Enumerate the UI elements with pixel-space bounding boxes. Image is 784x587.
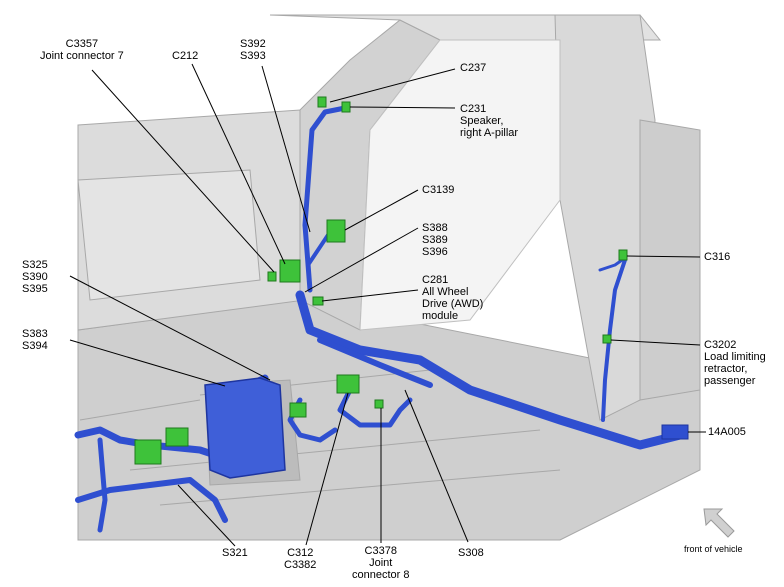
label-text: C231: [460, 103, 487, 115]
label-text: Speaker,: [460, 115, 504, 127]
connector-left-a: [134, 439, 162, 465]
label-text: C281: [422, 274, 449, 286]
connector-c312: [336, 374, 360, 394]
label-s388-s389-s396: S388 S389 S396: [422, 222, 448, 258]
label-text: passenger: [704, 375, 756, 387]
label-c3139: C3139: [422, 184, 454, 196]
connector-c237: [317, 96, 327, 108]
label-text: C312: [287, 547, 314, 559]
label-text: S389: [422, 234, 448, 246]
connector-c281: [312, 296, 324, 306]
connector-14a005: [661, 424, 689, 440]
label-text: S393: [240, 50, 266, 62]
label-14a005: 14A005: [708, 426, 746, 438]
label-text: connector 8: [352, 569, 410, 581]
label-c231: C231 Speaker, right A-pillar: [460, 103, 518, 139]
connector-c3357: [267, 271, 277, 282]
body-panels: [77, 14, 701, 541]
front-of-vehicle-label: front of vehicle: [684, 544, 743, 554]
label-text: All Wheel: [422, 286, 469, 298]
label-s383-s394: S383 S394: [22, 328, 48, 352]
label-text: C3202: [704, 339, 737, 351]
label-text: Drive (AWD): [422, 298, 484, 310]
label-text: S383: [22, 328, 48, 340]
label-c281: C281 All Wheel Drive (AWD) module: [422, 274, 483, 322]
label-c316: C316: [704, 251, 730, 263]
leader-lines: [69, 63, 706, 547]
label-text: S388: [422, 222, 448, 234]
label-text: S390: [22, 271, 48, 283]
label-text: Joint: [369, 557, 393, 569]
label-c3357: C3357 Joint connector 7: [40, 38, 124, 62]
label-s325-s390-s395: S325 S390 S395: [22, 259, 48, 295]
label-text: 14A005: [708, 426, 746, 438]
label-text: S394: [22, 340, 48, 352]
label-c237: C237: [460, 62, 486, 74]
label-text: C316: [704, 251, 731, 263]
harness-module-box: [204, 377, 286, 479]
label-s308: S308: [458, 547, 484, 559]
label-text: C3378: [364, 545, 397, 557]
label-c312-c3382: C312 C3382: [284, 547, 316, 571]
connector-c316: [618, 249, 628, 261]
label-text: C3382: [284, 559, 317, 571]
label-text: S395: [22, 283, 48, 295]
connector-c231: [341, 101, 351, 113]
label-text: S321: [222, 547, 248, 559]
connector-c3139: [326, 219, 346, 243]
connector-left-b: [165, 427, 189, 447]
connector-c212: [279, 259, 301, 283]
label-text: S392: [240, 38, 266, 50]
front-arrow-icon: [703, 508, 735, 538]
connector-c3378: [374, 399, 384, 409]
connector-c3202: [602, 334, 612, 344]
label-text: S325: [22, 259, 48, 271]
label-text: S396: [422, 246, 448, 258]
label-text: C3139: [422, 184, 455, 196]
label-c212: C212: [172, 50, 198, 62]
label-text: module: [422, 310, 459, 322]
label-text: Load limiting: [704, 351, 766, 363]
label-text: right A-pillar: [460, 127, 519, 139]
label-text: retractor,: [704, 363, 748, 375]
label-c3202: C3202 Load limiting retractor, passenger: [704, 339, 766, 387]
label-text: C3357: [65, 38, 99, 50]
label-text: C237: [460, 62, 487, 74]
label-c3378: C3378 Joint connector 8: [352, 545, 409, 581]
label-s321: S321: [222, 547, 248, 559]
label-s392-s393: S392 S393: [240, 38, 266, 62]
label-text: S308: [458, 547, 484, 559]
connector-console: [289, 402, 307, 418]
label-text: C212: [172, 50, 199, 62]
connectors: [134, 96, 628, 465]
label-text: Joint connector 7: [40, 50, 124, 62]
